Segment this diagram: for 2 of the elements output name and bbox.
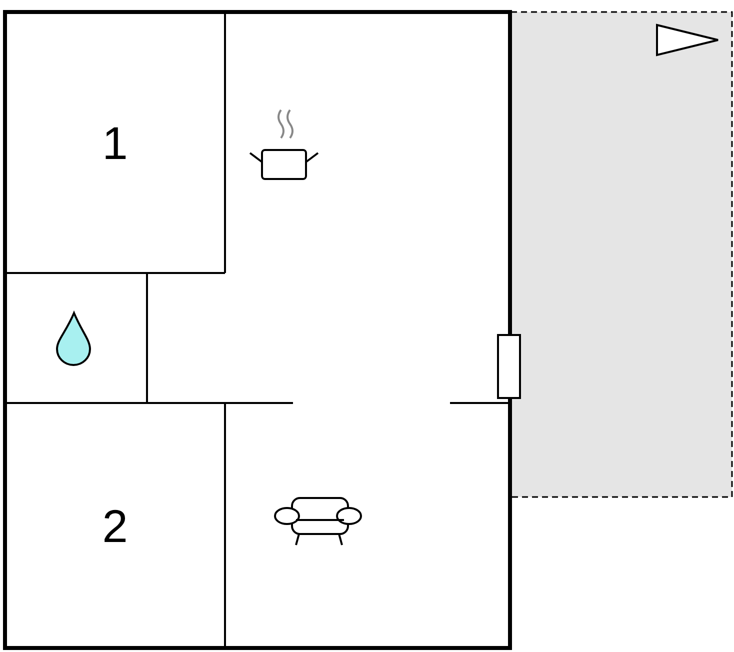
room-number: 2 (102, 502, 128, 548)
room-number: 1 (102, 120, 128, 166)
